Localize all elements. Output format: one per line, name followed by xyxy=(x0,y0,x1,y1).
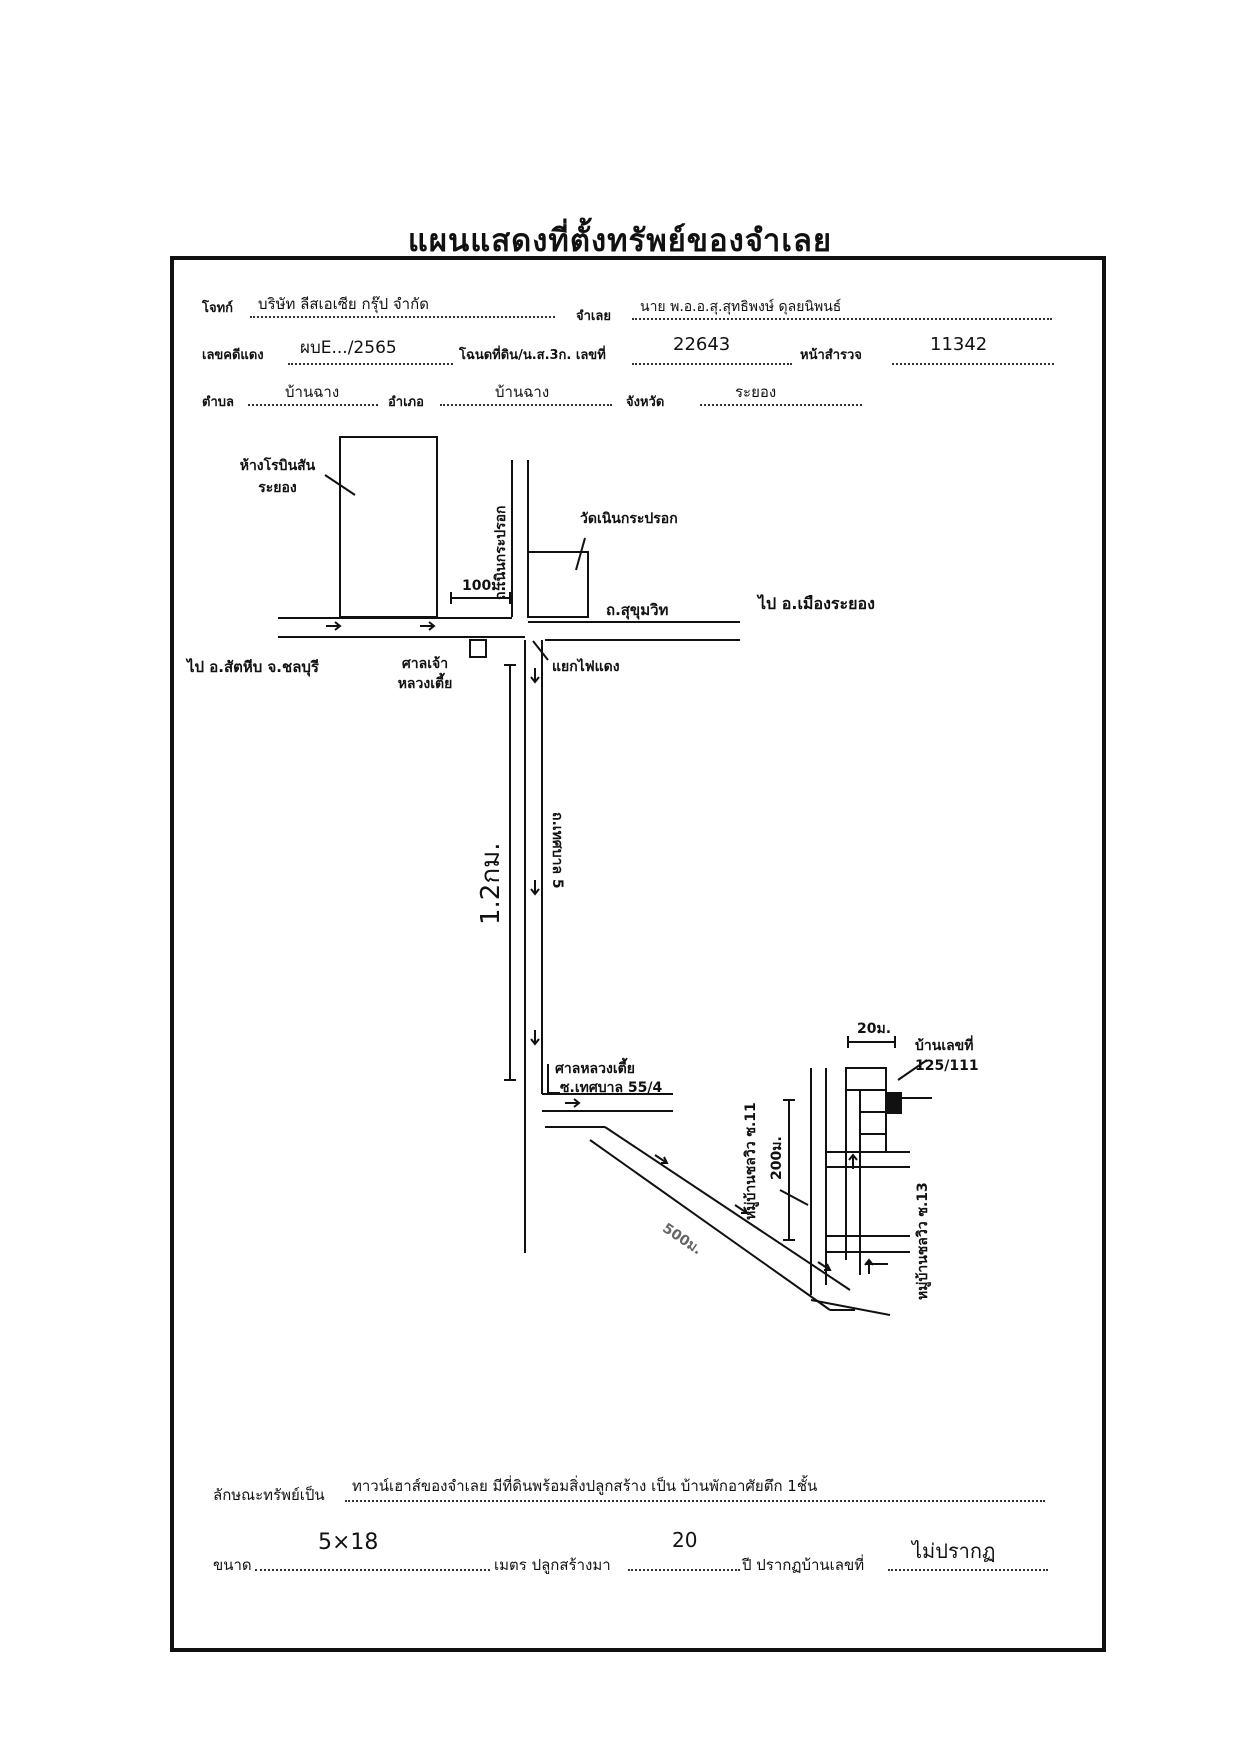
deed-value: 22643 xyxy=(673,334,731,355)
shrine-label: ศาลเจ้า หลวงเตี้ย xyxy=(397,656,453,692)
size-dotline xyxy=(255,1569,490,1571)
survey-label: หน้าสำรวจ xyxy=(800,348,862,363)
defendant-label: จำเลย xyxy=(576,309,611,324)
property-label: ลักษณะทรัพย์เป็น xyxy=(213,1486,325,1504)
soi-label: ซ.เทศบาล 55/4 xyxy=(560,1080,663,1096)
target-house-marker xyxy=(886,1092,902,1114)
temple-pointer xyxy=(575,537,586,571)
dist-100-label: 100ม. xyxy=(462,578,506,594)
province-value: ระยอง xyxy=(735,383,777,401)
year-house-label: ปี ปรากฏบ้านเลขที่ xyxy=(742,1556,865,1574)
village11-pointer xyxy=(779,1189,809,1206)
size-value: 5×18 xyxy=(318,1530,379,1555)
case-value: ผบE.../2565 xyxy=(300,338,397,358)
road-thesaban-label: ถ.เทศบาล 5 xyxy=(549,812,565,889)
shrine2-label: ศาลหลวงเตี้ย xyxy=(555,1061,635,1077)
shrine-marker xyxy=(469,639,487,658)
temple-building xyxy=(527,551,589,618)
meters-built-label: เมตร ปลูกสร้างมา xyxy=(494,1556,611,1574)
mall-pointer xyxy=(324,474,356,496)
house-dotline xyxy=(888,1569,1048,1571)
years-value: 20 xyxy=(672,1528,698,1552)
diag-road-lower xyxy=(589,1139,831,1311)
property-dotline xyxy=(345,1500,1045,1502)
survey-dotline xyxy=(892,363,1054,365)
plaintiff-value: บริษัท ลีสเอเซีย กรุ๊ป จำกัด xyxy=(258,295,429,313)
case-dotline xyxy=(288,363,453,365)
dist-1-2km-label: 1.2กม. xyxy=(476,842,506,926)
survey-value: 11342 xyxy=(930,334,988,355)
mall-label: ห้างโรบินสัน ระยอง xyxy=(239,458,316,496)
province-dotline xyxy=(700,404,862,406)
village-soi13-label: หมู่บ้านชลวิว ซ.13 xyxy=(915,1182,931,1300)
defendant-value: นาย พ.อ.อ.สุ.สุทธิพงษ์ ดุลยนิพนธ์ xyxy=(640,299,842,315)
house-no-label: บ้านเลขที่ 125/111 xyxy=(915,1038,979,1074)
size-label: ขนาด xyxy=(213,1556,252,1574)
road-sukhumvit-label: ถ.สุขุมวิท xyxy=(606,601,669,619)
junction-label: แยกไฟแดง xyxy=(552,659,620,675)
house-row-1 xyxy=(845,1067,887,1091)
house-value: ไม่ปรากฏ xyxy=(912,1539,996,1563)
mall-building xyxy=(339,436,438,618)
village-soi11-label: หมู่บ้านชลวิว ซ.11 xyxy=(743,1102,759,1220)
plaintiff-label: โจทก์ xyxy=(202,301,234,316)
deed-label: โฉนดที่ดิน/น.ส.3ก. เลขที่ xyxy=(459,348,606,363)
subdistrict-value: บ้านฉาง xyxy=(285,383,340,401)
temple-label: วัดเนินกระปรอก xyxy=(580,511,678,527)
subdistrict-dotline xyxy=(248,404,378,406)
dist-20-label: 20ม. xyxy=(857,1021,892,1037)
diag-road-upper xyxy=(604,1126,851,1291)
district-value: บ้านฉาง xyxy=(495,383,550,401)
deed-dotline xyxy=(632,363,792,365)
district-dotline xyxy=(440,404,612,406)
district-label: อำเภอ xyxy=(388,395,424,410)
property-value: ทาวน์เฮาส์ของจำเลย มีที่ดินพร้อมสิ่งปลูก… xyxy=(352,1477,818,1495)
plaintiff-dotline xyxy=(250,316,555,318)
dist-200-label: 200ม. xyxy=(769,1136,785,1180)
document-frame xyxy=(170,256,1106,1652)
years-dotline xyxy=(628,1569,740,1571)
province-label: จังหวัด xyxy=(626,395,665,410)
house-pointer xyxy=(897,1059,928,1081)
subdistrict-label: ตำบล xyxy=(202,395,234,410)
page-title: แผนแสดงที่ตั้งทรัพย์ของจำเลย xyxy=(407,223,833,259)
junction-pointer xyxy=(532,640,549,661)
to-mueang-label: ไป อ.เมืองระยอง xyxy=(758,594,875,613)
defendant-dotline xyxy=(632,318,1052,320)
case-label: เลขคดีแดง xyxy=(202,348,264,363)
to-sattahip-label: ไป อ.สัตหีบ จ.ชลบุรี xyxy=(187,658,319,676)
